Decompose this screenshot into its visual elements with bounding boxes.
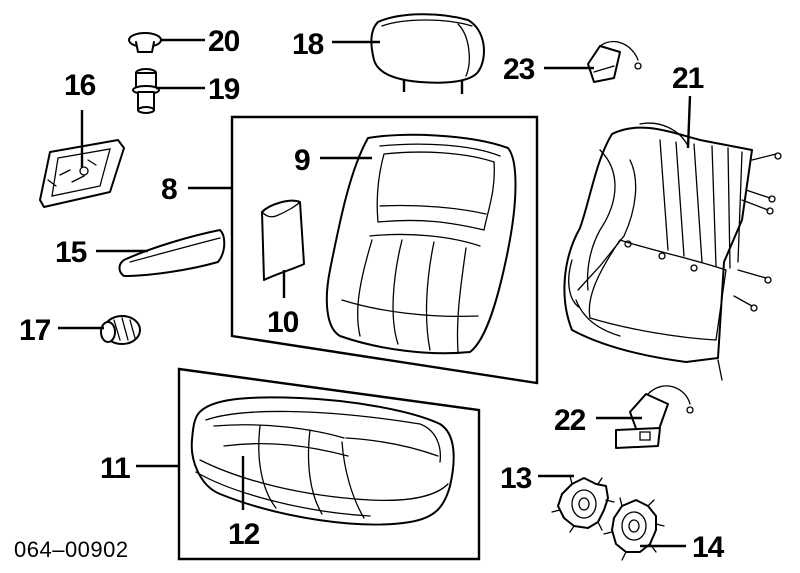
callout-12: 12 [228, 518, 260, 551]
seatback-cover-part [325, 133, 517, 355]
guide-sleeve-part [132, 68, 160, 114]
back-panel-part [261, 199, 305, 281]
seatback-group-box [230, 115, 539, 385]
callout-22: 22 [554, 404, 586, 437]
callout-16: 16 [64, 69, 96, 102]
side-shield-part [118, 229, 226, 277]
callout-17: 17 [19, 314, 51, 347]
figure-number: 064–00902 [14, 537, 129, 562]
callout-13: 13 [500, 462, 532, 495]
harness-connector-lower-part [615, 385, 694, 449]
callout-21: 21 [672, 62, 704, 95]
cushion-group-box [177, 367, 481, 561]
adjuster-gear-2-part [603, 497, 665, 561]
headrest-part [370, 13, 485, 94]
callout-14: 14 [692, 531, 725, 564]
seat-cushion-part [190, 396, 455, 526]
callout-23: 23 [503, 53, 535, 86]
harness-connector-part [587, 41, 642, 83]
hinge-cover-part [39, 139, 125, 208]
callout-19: 19 [208, 73, 240, 106]
leader-line-21 [686, 95, 692, 149]
callout-10: 10 [267, 306, 299, 339]
callout-11: 11 [100, 452, 130, 485]
seatback-frame-part [563, 122, 782, 381]
recliner-knob-part [100, 315, 141, 345]
callout-15: 15 [55, 236, 87, 269]
clip-cap-part [128, 32, 162, 53]
callout-18: 18 [292, 28, 324, 61]
callout-9: 9 [294, 144, 310, 177]
adjuster-gear-part [551, 475, 615, 533]
callout-20: 20 [208, 25, 240, 58]
callout-8: 8 [161, 173, 177, 206]
